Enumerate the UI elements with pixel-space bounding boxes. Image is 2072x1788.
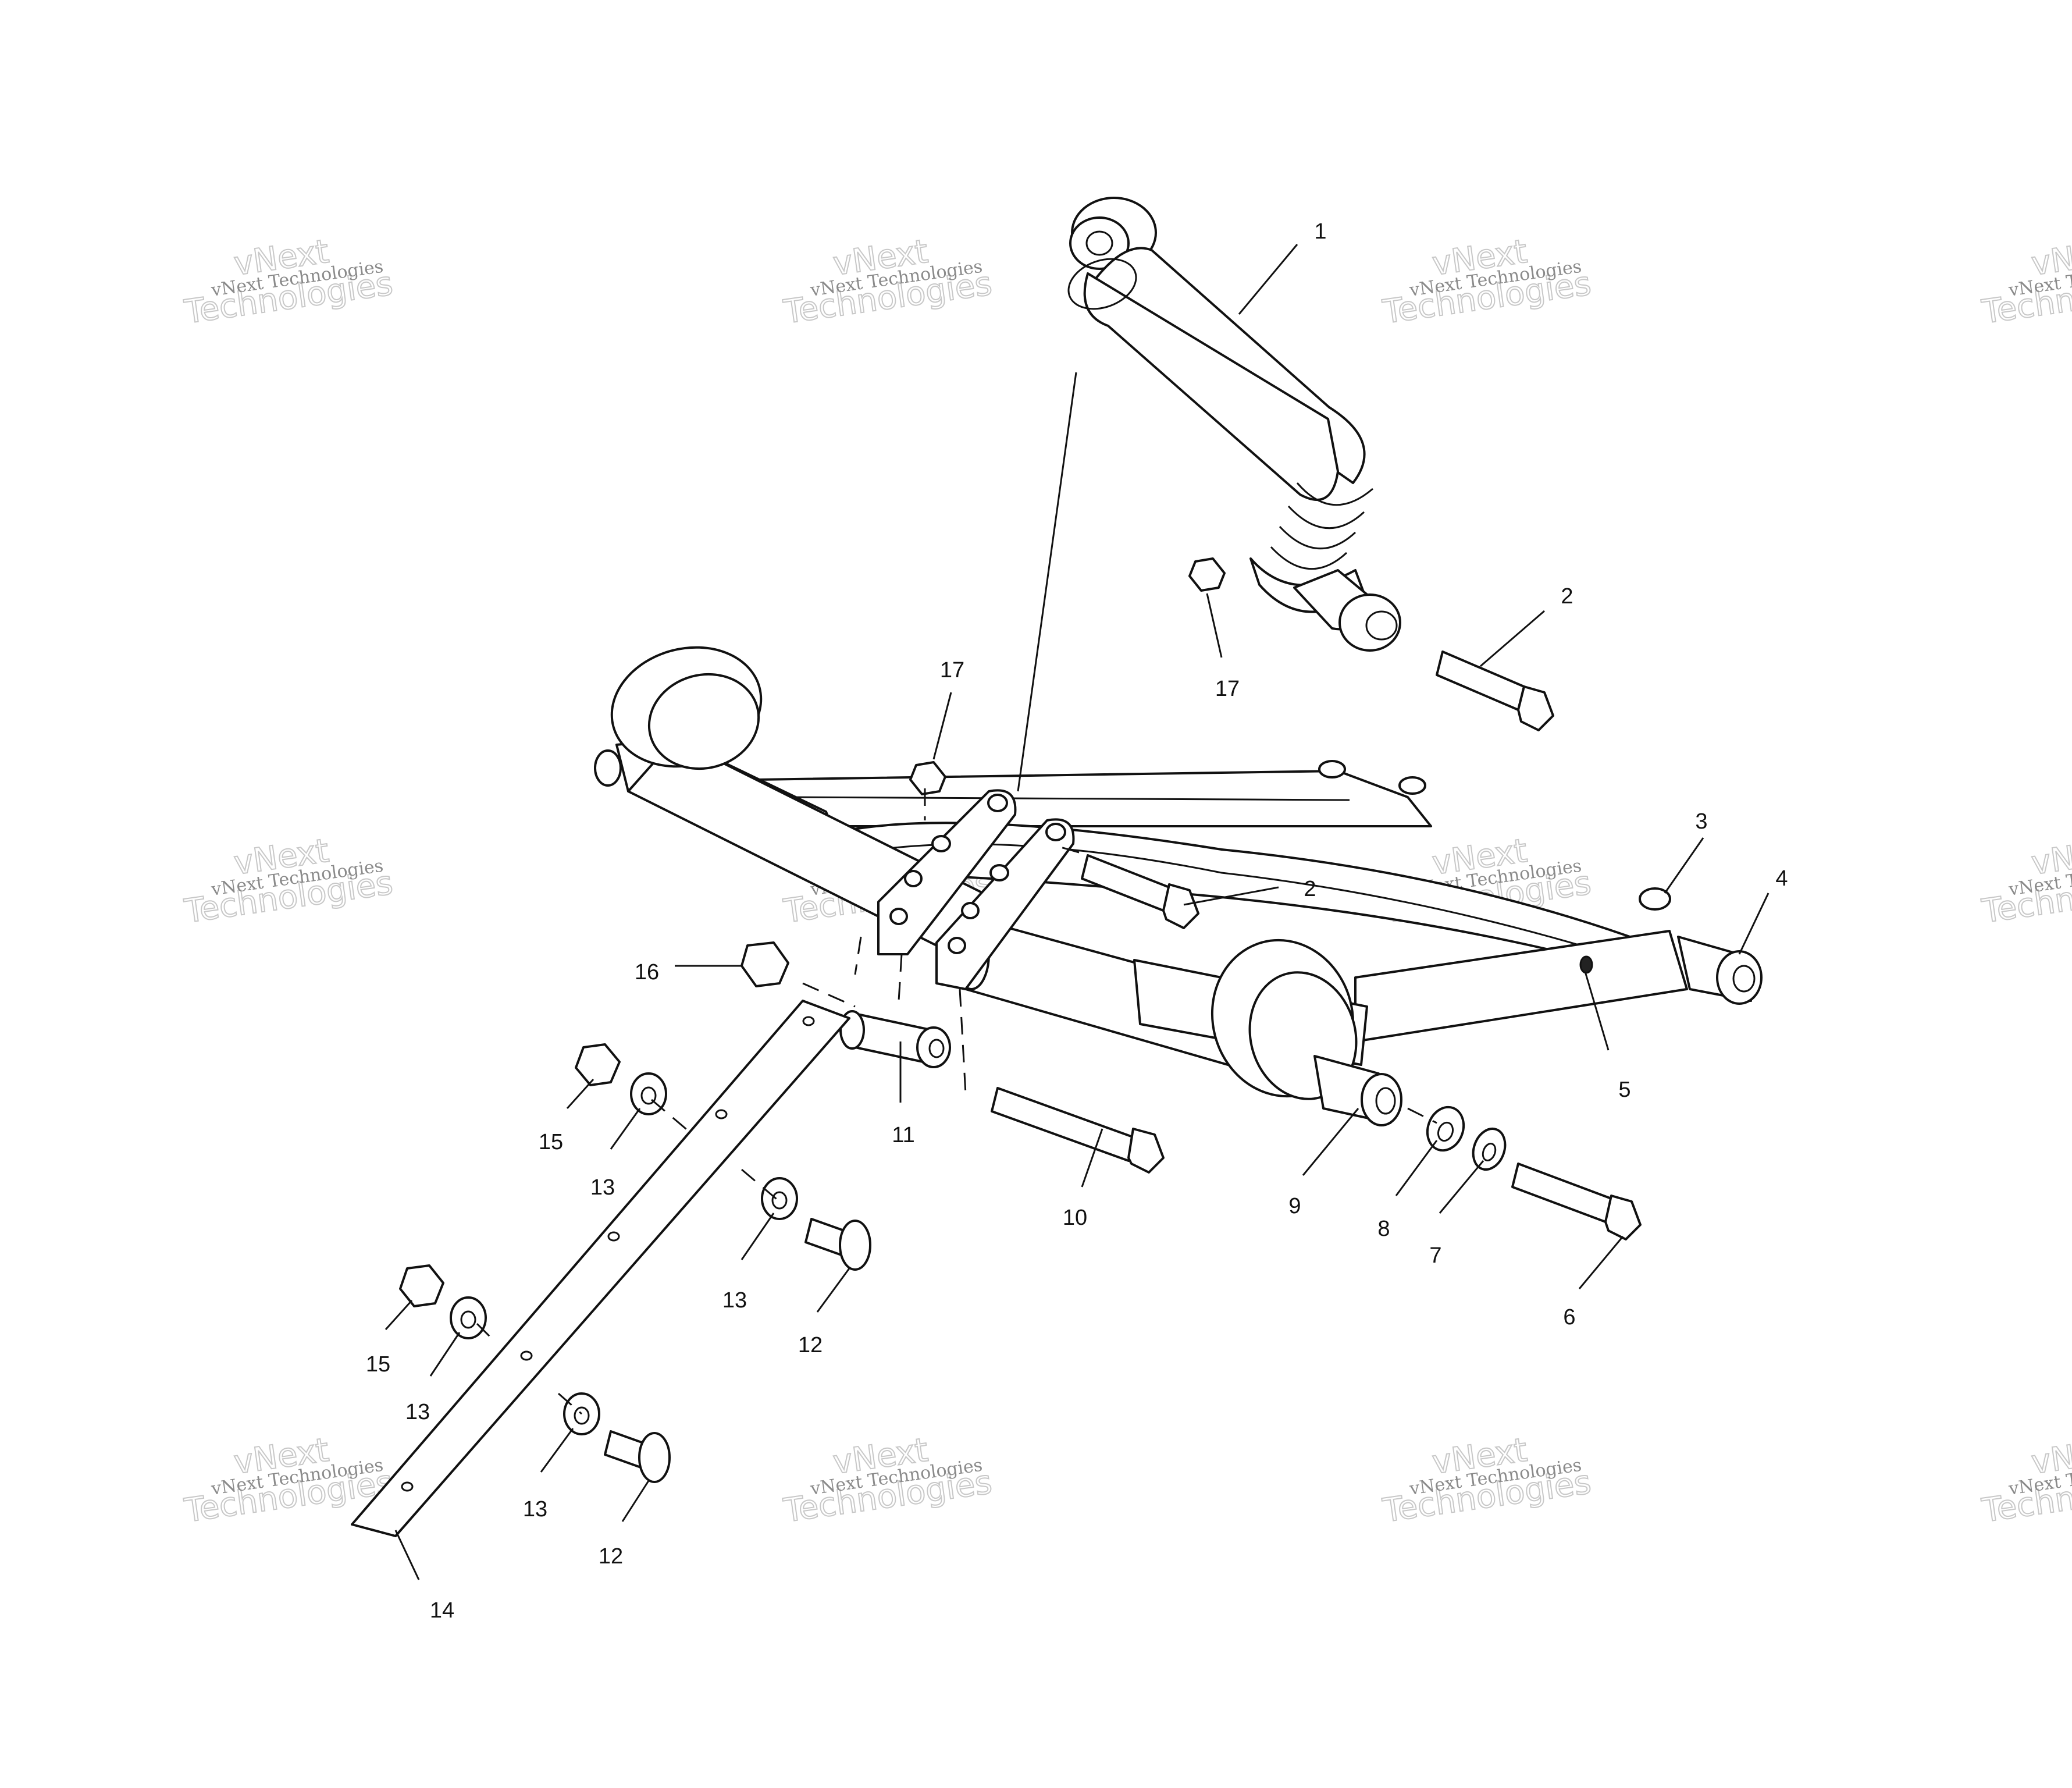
callout-12: 12 [599, 1544, 623, 1569]
callout-13: 13 [722, 1288, 747, 1313]
callout-1: 1 [1314, 219, 1326, 244]
callout-2: 2 [1561, 584, 1573, 609]
callout-15: 15 [366, 1352, 390, 1377]
callout-16: 16 [635, 960, 659, 984]
callout-15: 15 [539, 1130, 563, 1154]
callout-13: 13 [405, 1400, 430, 1424]
callout-12: 12 [798, 1333, 823, 1357]
callout-4: 4 [1775, 866, 1788, 891]
callout-labels: 1 2 2 3 4 5 6 7 8 9 10 11 12 12 13 13 13… [366, 219, 1788, 1623]
leader-lines [385, 244, 1770, 1580]
callout-2: 2 [1304, 877, 1316, 901]
callout-5: 5 [1618, 1078, 1630, 1102]
callout-8: 8 [1377, 1217, 1390, 1241]
callout-10: 10 [1063, 1206, 1087, 1230]
callout-7: 7 [1429, 1243, 1441, 1268]
shock-absorber [1067, 197, 1401, 652]
callout-13: 13 [523, 1497, 547, 1522]
shock-mount-brackets [877, 789, 1075, 990]
callout-17: 17 [1215, 677, 1240, 701]
callout-3: 3 [1695, 809, 1707, 834]
callout-17: 17 [940, 658, 964, 683]
callout-14: 14 [430, 1598, 454, 1623]
hardware-parts [351, 557, 1642, 1537]
callout-9: 9 [1288, 1194, 1301, 1218]
callout-11: 11 [892, 1123, 914, 1147]
callout-6: 6 [1563, 1305, 1575, 1330]
callout-13: 13 [590, 1175, 615, 1200]
